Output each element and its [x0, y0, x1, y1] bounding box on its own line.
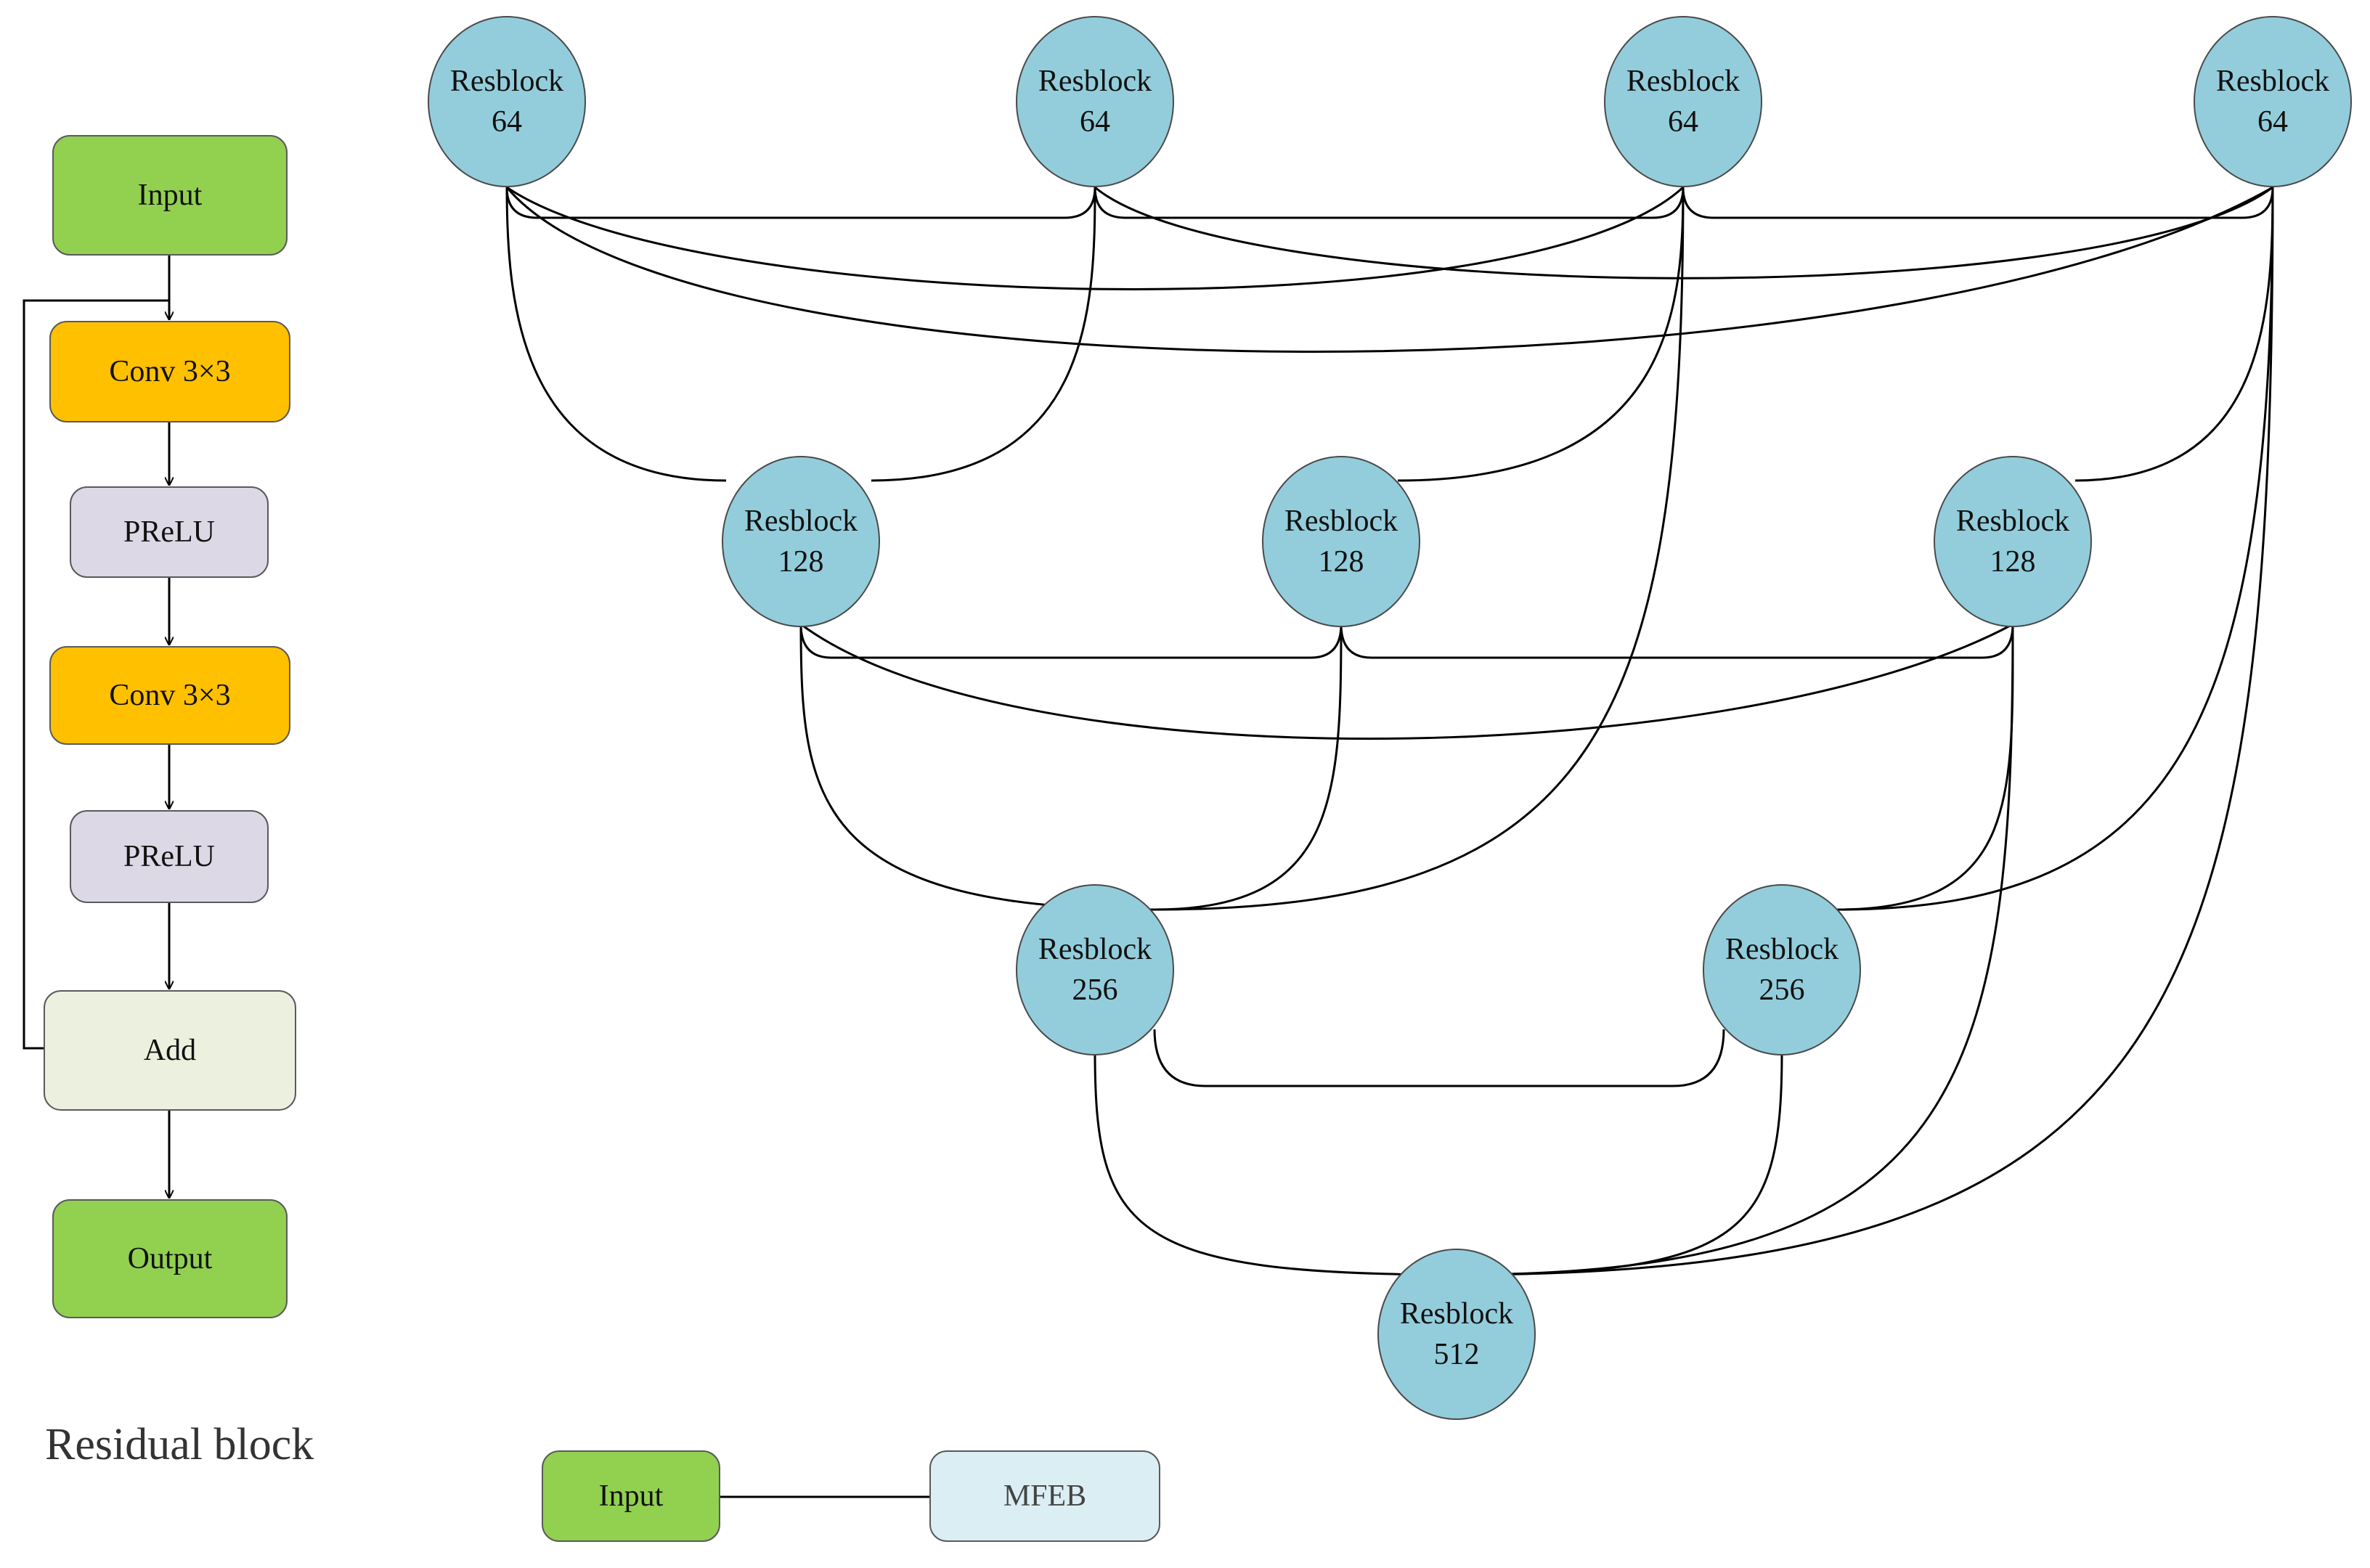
resblock-64-node-1: Resblock 64: [428, 16, 586, 187]
resblock-name: Resblock: [1399, 1297, 1514, 1331]
resblock-64-node-3: Resblock 64: [1604, 16, 1762, 187]
legend-mfeb-label: MFEB: [1003, 1479, 1087, 1513]
resblock-128-node-2: Resblock 128: [1262, 456, 1420, 627]
resblock-256-node-2: Resblock 256: [1703, 884, 1861, 1055]
residual-prelu-label-2: PReLU: [123, 840, 215, 873]
resblock-channels: 128: [778, 545, 824, 579]
resblock-channels: 64: [2257, 105, 2288, 139]
resblock-512-node: Resblock 512: [1377, 1249, 1536, 1420]
residual-conv-label-2: Conv 3×3: [109, 679, 231, 712]
resblock-name: Resblock: [1038, 933, 1152, 966]
resblock-channels: 256: [1759, 973, 1805, 1007]
residual-add-label: Add: [143, 1034, 197, 1067]
resblock-name: Resblock: [2215, 65, 2330, 98]
resblock-128-node-1: Resblock 128: [722, 456, 880, 627]
residual-input-label: Input: [137, 179, 203, 212]
resblock-name: Resblock: [744, 505, 858, 538]
residual-add-block: Add: [44, 990, 296, 1111]
resblock-name: Resblock: [1038, 65, 1152, 98]
residual-conv-block-2: Conv 3×3: [49, 646, 290, 745]
residual-prelu-label-1: PReLU: [123, 515, 215, 549]
resblock-name: Resblock: [1955, 505, 2070, 538]
skip-connection: [23, 299, 169, 1050]
residual-prelu-block-1: PReLU: [70, 486, 269, 578]
resblock-128-node-3: Resblock 128: [1934, 456, 2092, 627]
legend-input-label: Input: [598, 1479, 664, 1513]
resblock-channels: 512: [1433, 1338, 1480, 1371]
residual-output-label: Output: [127, 1242, 213, 1275]
resblock-channels: 64: [492, 105, 522, 139]
legend-mfeb-block: MFEB: [929, 1450, 1160, 1542]
resblock-64-node-2: Resblock 64: [1016, 16, 1174, 187]
resblock-channels: 64: [1080, 105, 1110, 139]
resblock-64-node-4: Resblock 64: [2194, 16, 2352, 187]
resblock-256-node-1: Resblock 256: [1016, 884, 1174, 1055]
legend-input-block: Input: [542, 1450, 720, 1542]
resblock-channels: 128: [1990, 545, 2036, 579]
residual-prelu-block-2: PReLU: [70, 810, 269, 903]
residual-conv-label-1: Conv 3×3: [109, 355, 231, 388]
resblock-name: Resblock: [1724, 933, 1839, 966]
resblock-name: Resblock: [1284, 505, 1398, 538]
resblock-channels: 128: [1318, 545, 1364, 579]
residual-output-block: Output: [52, 1199, 288, 1318]
resblock-channels: 64: [1668, 105, 1698, 139]
residual-conv-block-1: Conv 3×3: [49, 321, 290, 422]
residual-block-caption: Residual block: [45, 1420, 314, 1469]
resblock-channels: 256: [1072, 973, 1118, 1007]
residual-input-block: Input: [52, 135, 288, 256]
resblock-name: Resblock: [1626, 65, 1740, 98]
resblock-name: Resblock: [449, 65, 564, 98]
